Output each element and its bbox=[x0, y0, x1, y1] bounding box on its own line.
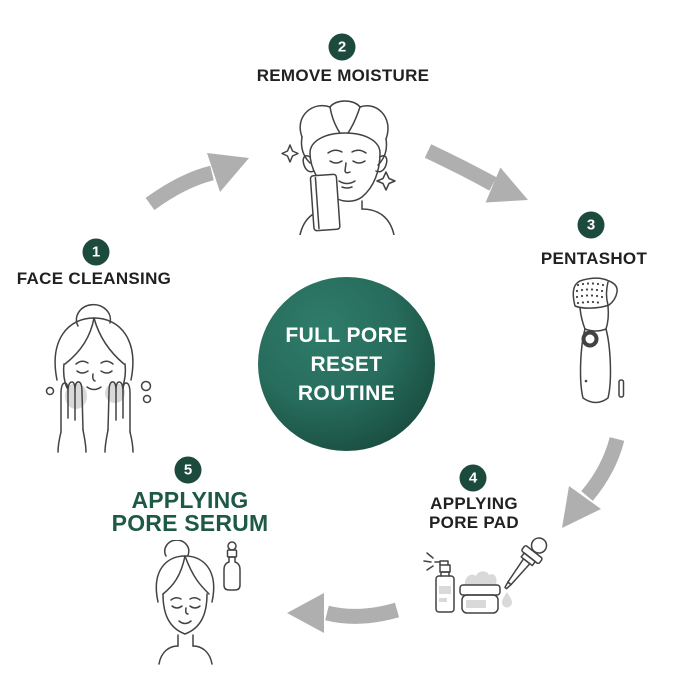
sparkle-icon bbox=[281, 144, 299, 163]
arrow-step1-to-step2 bbox=[145, 153, 249, 210]
pentashot-device-icon bbox=[572, 277, 625, 404]
step-2-label: REMOVE MOISTURE bbox=[256, 66, 430, 85]
face-cleansing-icon bbox=[45, 303, 152, 453]
step-3-badge: 3 bbox=[577, 211, 605, 239]
center-title-line: ROUTINE bbox=[297, 381, 396, 405]
serum-bottle-icon bbox=[223, 541, 241, 591]
dropper-icon bbox=[504, 537, 548, 590]
skincare-products-icon bbox=[423, 537, 548, 614]
serum-application-icon bbox=[155, 540, 241, 665]
towel-face-icon bbox=[281, 100, 396, 235]
cream-jar-icon bbox=[459, 584, 501, 596]
step-2-badge: 2 bbox=[328, 33, 356, 61]
step-1-badge: 1 bbox=[82, 238, 110, 266]
step-4-label: APPLYING PORE PAD bbox=[429, 494, 519, 532]
step-4-badge: 4 bbox=[459, 464, 487, 492]
cheek-pad bbox=[309, 173, 341, 232]
center-title-circle: FULL PORE RESET ROUTINE bbox=[258, 277, 435, 451]
step-3-label: PENTASHOT bbox=[540, 249, 648, 268]
cream-dollop-icon bbox=[464, 571, 497, 585]
device-button bbox=[581, 330, 599, 348]
step-5-badge: 5 bbox=[174, 456, 202, 484]
step-1-label: FACE CLEANSING bbox=[16, 269, 172, 288]
sparkle-icon bbox=[376, 171, 396, 191]
arrow-step2-to-step3 bbox=[424, 144, 528, 203]
arrow-step4-to-step5 bbox=[287, 593, 400, 633]
arrow-step3-to-step4 bbox=[562, 436, 625, 528]
center-title-line: RESET bbox=[310, 352, 383, 376]
step-5-label: APPLYING PORE SERUM bbox=[111, 487, 269, 536]
spray-bottle-icon bbox=[435, 575, 455, 613]
center-title-line: FULL PORE bbox=[285, 323, 408, 347]
drop-icon bbox=[502, 592, 512, 608]
